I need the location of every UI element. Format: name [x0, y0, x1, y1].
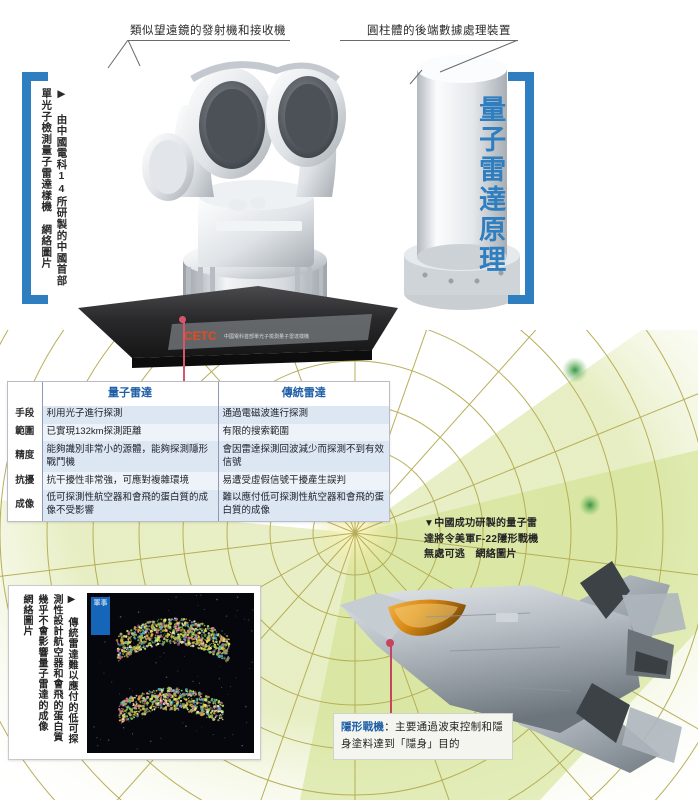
- stealth-fighter-note: 隱形戰機：主要通過波束控制和隱身塗料達到「隱身」目的: [333, 713, 513, 760]
- table-header-traditional: 傳統雷達: [218, 382, 389, 406]
- callout-processor-rule: [340, 40, 518, 41]
- row-quantum-value: 能夠識別非常小的源體，能夠探測隱形戰鬥機: [42, 441, 219, 473]
- row-quantum-value: 已實現132km探測距離: [42, 423, 219, 442]
- page-title: 量子雷達原理: [475, 95, 506, 275]
- table-connector-line: [183, 320, 185, 388]
- table-row: 範圍 已實現132km探測距離 有限的搜索範圍: [8, 423, 389, 442]
- left-bracket-frame: [22, 72, 48, 304]
- row-quantum-value: 抗干擾性非常強，可應對複雜環境: [42, 472, 219, 490]
- radar-comparison-table: 量子雷達 傳統雷達 手段 利用光子進行探測 通過電磁波進行探測 範圍 已實現13…: [7, 381, 390, 522]
- row-label: 範圍: [8, 423, 43, 442]
- point-cloud-scatter: [91, 594, 254, 750]
- table-header-quantum: 量子雷達: [42, 382, 219, 406]
- device-photo-caption: ▶ 由中國電科14所研製的中國首部單光子檢測量子雷達樣機 網絡圖片: [40, 88, 68, 287]
- quantum-radar-turret-photo: [142, 61, 346, 327]
- table-row: 精度 能夠識別非常小的源體，能夠探測隱形戰鬥機 會因雷達探測回波減少而探測不到有…: [8, 441, 389, 473]
- row-label: 抗擾: [8, 472, 43, 490]
- radar-imaging-photo-card: ▶ 傳統雷達難以應付的低可探測性設計航空器和會飛的蛋白質幾乎不會影響量子雷達的成…: [8, 585, 261, 760]
- row-quantum-value: 利用光子進行探測: [42, 405, 219, 424]
- table-row: 手段 利用光子進行探測 通過電磁波進行探測: [8, 405, 389, 424]
- stealth-note-separator: ：: [384, 721, 396, 733]
- table-corner-cell: [8, 382, 43, 406]
- row-traditional-value: 有限的搜索範圍: [218, 423, 389, 442]
- device-base-plate: CETC 中國電科首部單光子檢測量子雷達樣機: [78, 286, 398, 368]
- jet-photo-caption: ▼中國成功研製的量子雷達將令美軍F-22隱形戰機無處可逃 網絡圖片: [424, 518, 539, 560]
- cetc-logo-subtext: 中國電科首部單光子檢測量子雷達樣機: [224, 333, 309, 340]
- callout-processor-label: 圓柱體的後端數據處理裝置: [367, 25, 511, 37]
- table-connector-dot: [179, 316, 186, 323]
- data-processor-cylinder-photo: [404, 55, 520, 310]
- row-quantum-value: 低可探測性航空器和會飛的蛋白質的成像不受影響: [42, 489, 219, 521]
- radar-photo-caption: ▶ 傳統雷達難以應付的低可探測性設計航空器和會飛的蛋白質幾乎不會影響量子雷達的成…: [21, 594, 77, 745]
- callout-transmitter-rule: [128, 40, 290, 41]
- radar-point-cloud-image: 軍事: [87, 593, 254, 753]
- row-traditional-value: 易遭受虛假信號干擾產生誤判: [218, 472, 389, 490]
- right-bracket-frame: [508, 72, 534, 304]
- row-traditional-value: 會因雷達探測回波減少而探測不到有效信號: [218, 441, 389, 473]
- callout-transmitter-label: 類似望遠鏡的發射機和接收機: [130, 25, 286, 37]
- cetc-logo-text: CETC: [184, 329, 217, 343]
- stealth-note-text: 主要通過波束控制和隱身塗料達到「隱身」目的: [341, 721, 504, 750]
- photo-badge-label: 軍事: [93, 600, 108, 607]
- row-traditional-value: 難以應付低可探測性航空器和會飛的蛋白質的成像: [218, 489, 389, 521]
- table-header-row: 量子雷達 傳統雷達: [8, 382, 389, 406]
- row-traditional-value: 通過電磁波進行探測: [218, 405, 389, 424]
- row-label: 成像: [8, 489, 43, 521]
- f22-stealth-fighter-photo: [340, 561, 686, 773]
- photo-source-badge: 軍事: [91, 597, 110, 635]
- row-label: 精度: [8, 441, 43, 473]
- callout-processor-leader: [409, 40, 519, 85]
- table-row: 成像 低可探測性航空器和會飛的蛋白質的成像不受影響 難以應付低可探測性航空器和會…: [8, 489, 389, 521]
- row-label: 手段: [8, 405, 43, 424]
- stealth-note-term: 隱形戰機: [341, 721, 385, 733]
- table-row: 抗擾 抗干擾性非常強，可應對複雜環境 易遭受虛假信號干擾產生誤判: [8, 472, 389, 490]
- stealth-callout-line: [390, 643, 392, 715]
- callout-transmitter-leader: [107, 40, 141, 69]
